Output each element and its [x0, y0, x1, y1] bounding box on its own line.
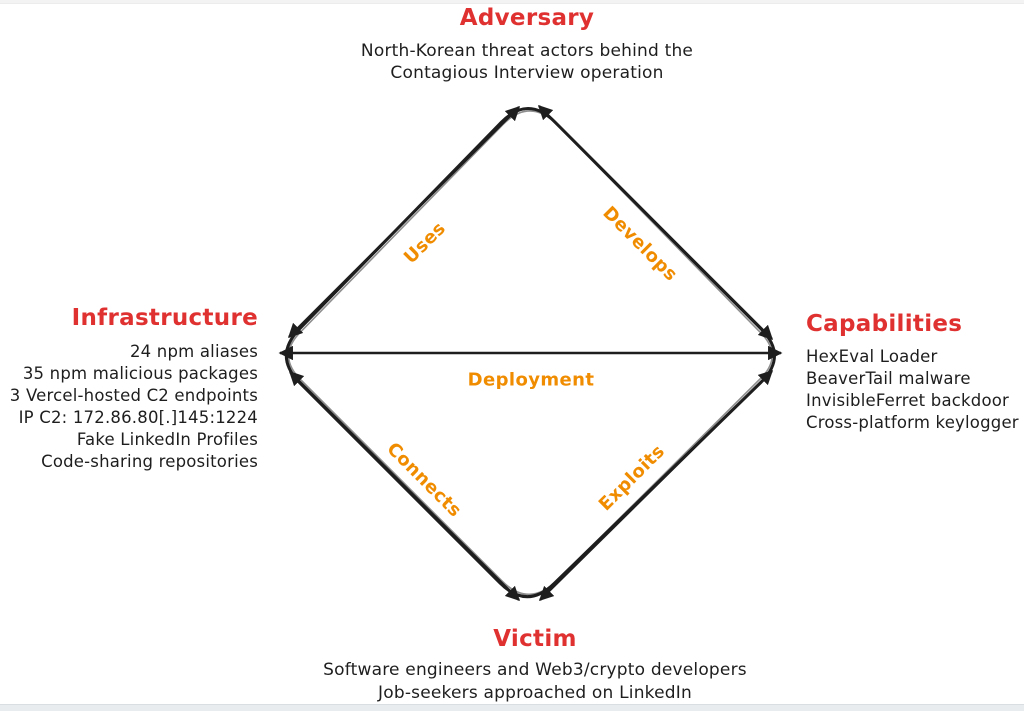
- node-capabilities-line: InvisibleFerret backdoor: [806, 391, 1010, 411]
- node-infrastructure-title: Infrastructure: [71, 305, 258, 331]
- node-infrastructure-line: 24 npm aliases: [129, 342, 258, 362]
- node-victim-title: Victim: [493, 626, 577, 652]
- node-infrastructure-line: Fake LinkedIn Profiles: [76, 430, 258, 450]
- node-capabilities-title: Capabilities: [806, 311, 963, 337]
- node-infrastructure-line: IP C2: 172.86.80[.]145:1224: [18, 408, 258, 428]
- node-adversary-line: North-Korean threat actors behind the: [360, 41, 694, 62]
- node-capabilities-line: Cross-platform keylogger: [806, 413, 1019, 433]
- node-infrastructure-line: 3 Vercel-hosted C2 endpoints: [9, 386, 258, 406]
- node-victim: Victim Software engineers and Web3/crypt…: [46, 626, 1024, 705]
- node-adversary-title: Adversary: [459, 5, 595, 31]
- edge-arrow-exploits: [538, 369, 774, 602]
- page-top-strip: [0, 0, 1024, 4]
- node-victim-line: Job-seekers approached on LinkedIn: [378, 683, 692, 704]
- edge-arrow-develops: [537, 104, 774, 341]
- node-infrastructure-line: 35 npm malicious packages: [22, 364, 258, 384]
- node-capabilities-line: HexEval Loader: [806, 347, 938, 367]
- node-adversary-line: Contagious Interview operation: [390, 63, 664, 84]
- node-capabilities-line: BeaverTail malware: [806, 369, 971, 389]
- page-bottom-strip: [0, 704, 1024, 711]
- edge-arrow-uses: [287, 105, 521, 339]
- node-infrastructure-line: Code-sharing repositories: [41, 452, 258, 472]
- edge-label-deployment: Deployment: [467, 369, 595, 391]
- edge-arrow-connects: [288, 370, 521, 602]
- node-infrastructure: Infrastructure 24 npm aliases 35 npm mal…: [9, 305, 258, 473]
- node-adversary: Adversary North-Korean threat actors beh…: [30, 5, 1024, 84]
- node-victim-line: Software engineers and Web3/crypto devel…: [323, 660, 747, 681]
- node-capabilities: Capabilities HexEval Loader BeaverTail m…: [806, 311, 1019, 434]
